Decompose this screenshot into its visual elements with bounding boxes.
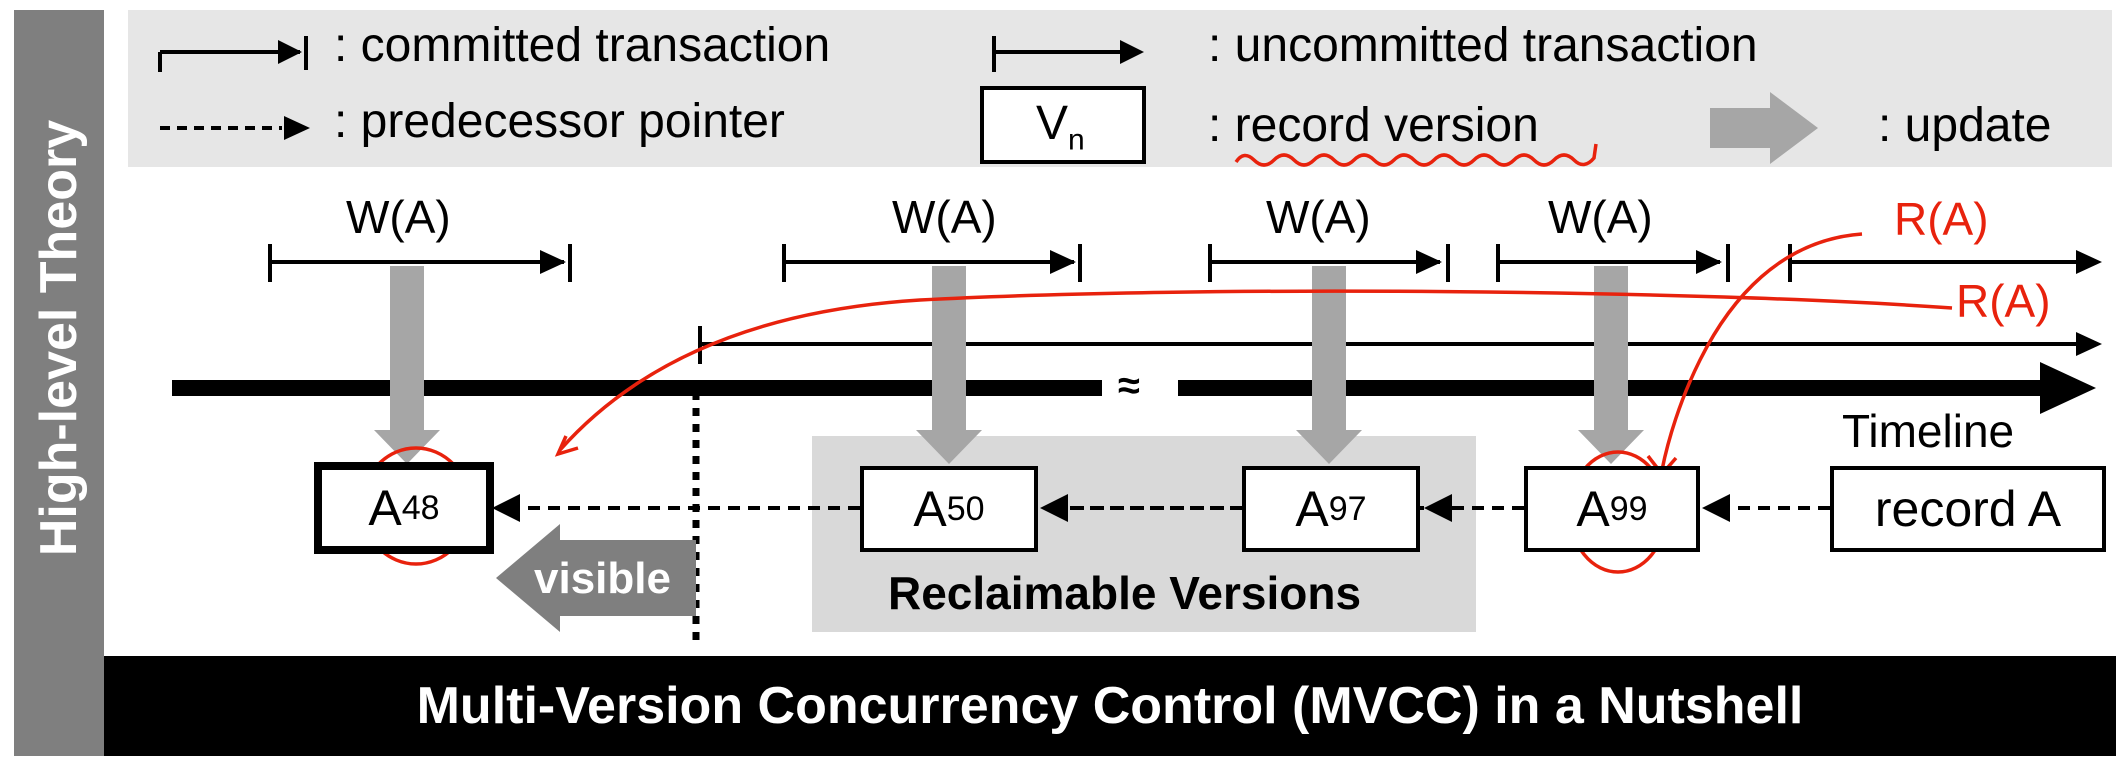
- legend-predecessor-symbol: [160, 116, 310, 140]
- legend-version-symbol: Vn: [1036, 97, 1085, 157]
- write-label-4: W(A): [1548, 191, 1653, 243]
- sidebar-panel: [14, 10, 104, 756]
- write-label-2: W(A): [892, 191, 997, 243]
- write-label-1: W(A): [346, 191, 451, 243]
- red-squiggle-underline: [1234, 143, 1598, 167]
- read-label-2: R(A): [1956, 275, 2051, 327]
- write-txn-4: [1496, 244, 1730, 282]
- legend-committed-label: : committed transaction: [334, 19, 831, 72]
- legend-version-box: [980, 86, 1146, 164]
- read-label-1: R(A): [1894, 193, 1989, 245]
- read-txn-2: [698, 326, 2102, 364]
- legend-committed-symbol: [158, 36, 308, 72]
- timeline-break-mark: ≈: [1118, 364, 1140, 408]
- red-annotations: [360, 232, 1953, 574]
- read-txn-1: [1788, 244, 2102, 282]
- legend-uncommitted-symbol: [992, 36, 1144, 72]
- legend-record-version-label: : record version: [1208, 99, 1539, 152]
- visible-arrow: [496, 524, 696, 632]
- write-txn-1: [268, 244, 572, 282]
- reclaimable-label: Reclaimable Versions: [888, 567, 1362, 619]
- write-txn-2: [782, 244, 1082, 282]
- footer-banner: Multi-Version Concurrency Control (MVCC)…: [104, 656, 2116, 756]
- update-arrows: [374, 266, 1644, 464]
- legend-update-label: : update: [1878, 99, 2052, 152]
- visible-label: visible: [534, 554, 671, 603]
- write-label-3: W(A): [1266, 191, 1371, 243]
- record-box: record A: [1830, 466, 2106, 552]
- footer-title: Multi-Version Concurrency Control (MVCC)…: [416, 677, 1804, 735]
- timeline-label: Timeline: [1842, 405, 2015, 457]
- legend-update-arrow: [1710, 92, 1818, 164]
- legend-predecessor-label: : predecessor pointer: [334, 95, 785, 148]
- write-txn-3: [1208, 244, 1450, 282]
- legend-uncommitted-label: : uncommitted transaction: [1208, 19, 1758, 72]
